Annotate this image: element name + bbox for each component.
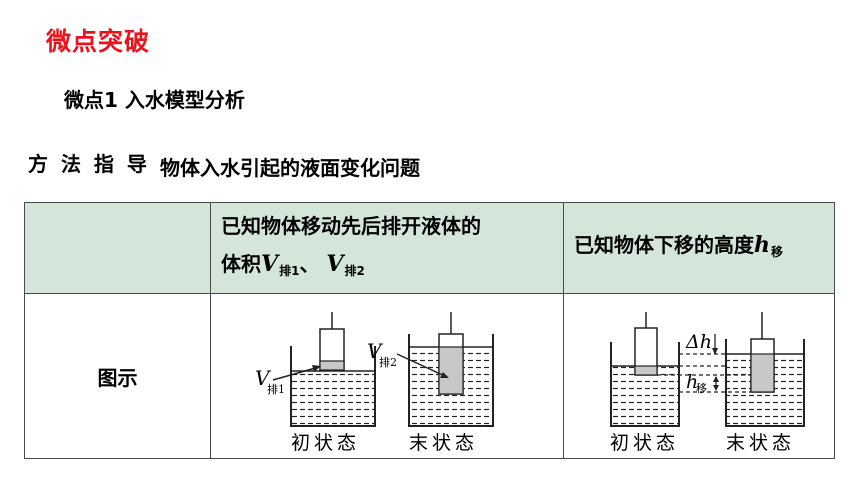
comparison-table: 已知物体移动先后排开液体的 体积V排1、 V排2 已知物体下移的高度h移 图示 (24, 202, 835, 459)
svg-text:Δh: Δh (685, 331, 712, 353)
header-cell-empty (24, 202, 211, 294)
final-beaker (408, 312, 494, 427)
final-beaker-right (725, 312, 805, 427)
svg-text:V: V (255, 366, 272, 390)
h-symbol: h (754, 231, 770, 258)
v2-label: V 排2 (367, 339, 449, 378)
svg-text:排2: 排2 (379, 355, 397, 369)
method-topic: 物体入水引起的液面变化问题 (160, 156, 420, 180)
initial-submerged-part (319, 360, 345, 371)
header-volume-line1: 已知物体移动先后排开液体的 (221, 213, 481, 238)
header-volume-prefix: 体积 (221, 251, 261, 276)
svg-text:排1: 排1 (267, 382, 285, 396)
initial-beaker (290, 312, 376, 427)
volume-diagram: V 排1 V 排2 (255, 312, 494, 454)
row-label-figure: 图示 (24, 293, 211, 459)
caption-final-right: 末状态 (726, 432, 795, 454)
delta-h-label: Δh (685, 331, 718, 355)
figure-cell-volume: V 排1 V 排2 (210, 293, 564, 459)
height-diagram: Δh h 移 初状态 末状态 (610, 312, 805, 454)
method-guide-label: 方 法 指 导 (28, 152, 150, 176)
section-heading: 微点突破 (46, 27, 151, 56)
caption-initial-right: 初状态 (610, 432, 679, 454)
v1-label: V 排1 (255, 365, 321, 396)
svg-text:移: 移 (696, 382, 707, 395)
v2-symbol: V (326, 250, 344, 277)
separator: 、 (299, 251, 320, 276)
h-subscript: 移 (771, 244, 784, 259)
v2-subscript: 排2 (344, 263, 365, 278)
header-cell-height: 已知物体下移的高度h移 (563, 202, 835, 294)
table-figure-row: 图示 V (24, 293, 835, 459)
initial-beaker-right (610, 312, 680, 427)
reference-lines (657, 353, 751, 393)
svg-text:V: V (367, 339, 384, 363)
header-height-prefix: 已知物体下移的高度 (574, 232, 754, 257)
h-move-label: h 移 (686, 371, 719, 395)
caption-initial: 初状态 (291, 432, 360, 454)
table-header-row: 已知物体移动先后排开液体的 体积V排1、 V排2 已知物体下移的高度h移 (24, 202, 835, 294)
subsection-title: 微点1 入水模型分析 (64, 88, 245, 112)
v1-subscript: 排1 (279, 263, 300, 278)
svg-text:h: h (686, 371, 698, 393)
final-submerged-part (438, 346, 464, 395)
header-volume-line2: 体积V排1、 V排2 (221, 245, 557, 290)
v1-symbol: V (261, 250, 279, 277)
caption-final: 末状态 (409, 432, 478, 454)
figure-cell-height: Δh h 移 初状态 末状态 (563, 293, 835, 459)
header-cell-volume: 已知物体移动先后排开液体的 体积V排1、 V排2 (210, 202, 564, 294)
